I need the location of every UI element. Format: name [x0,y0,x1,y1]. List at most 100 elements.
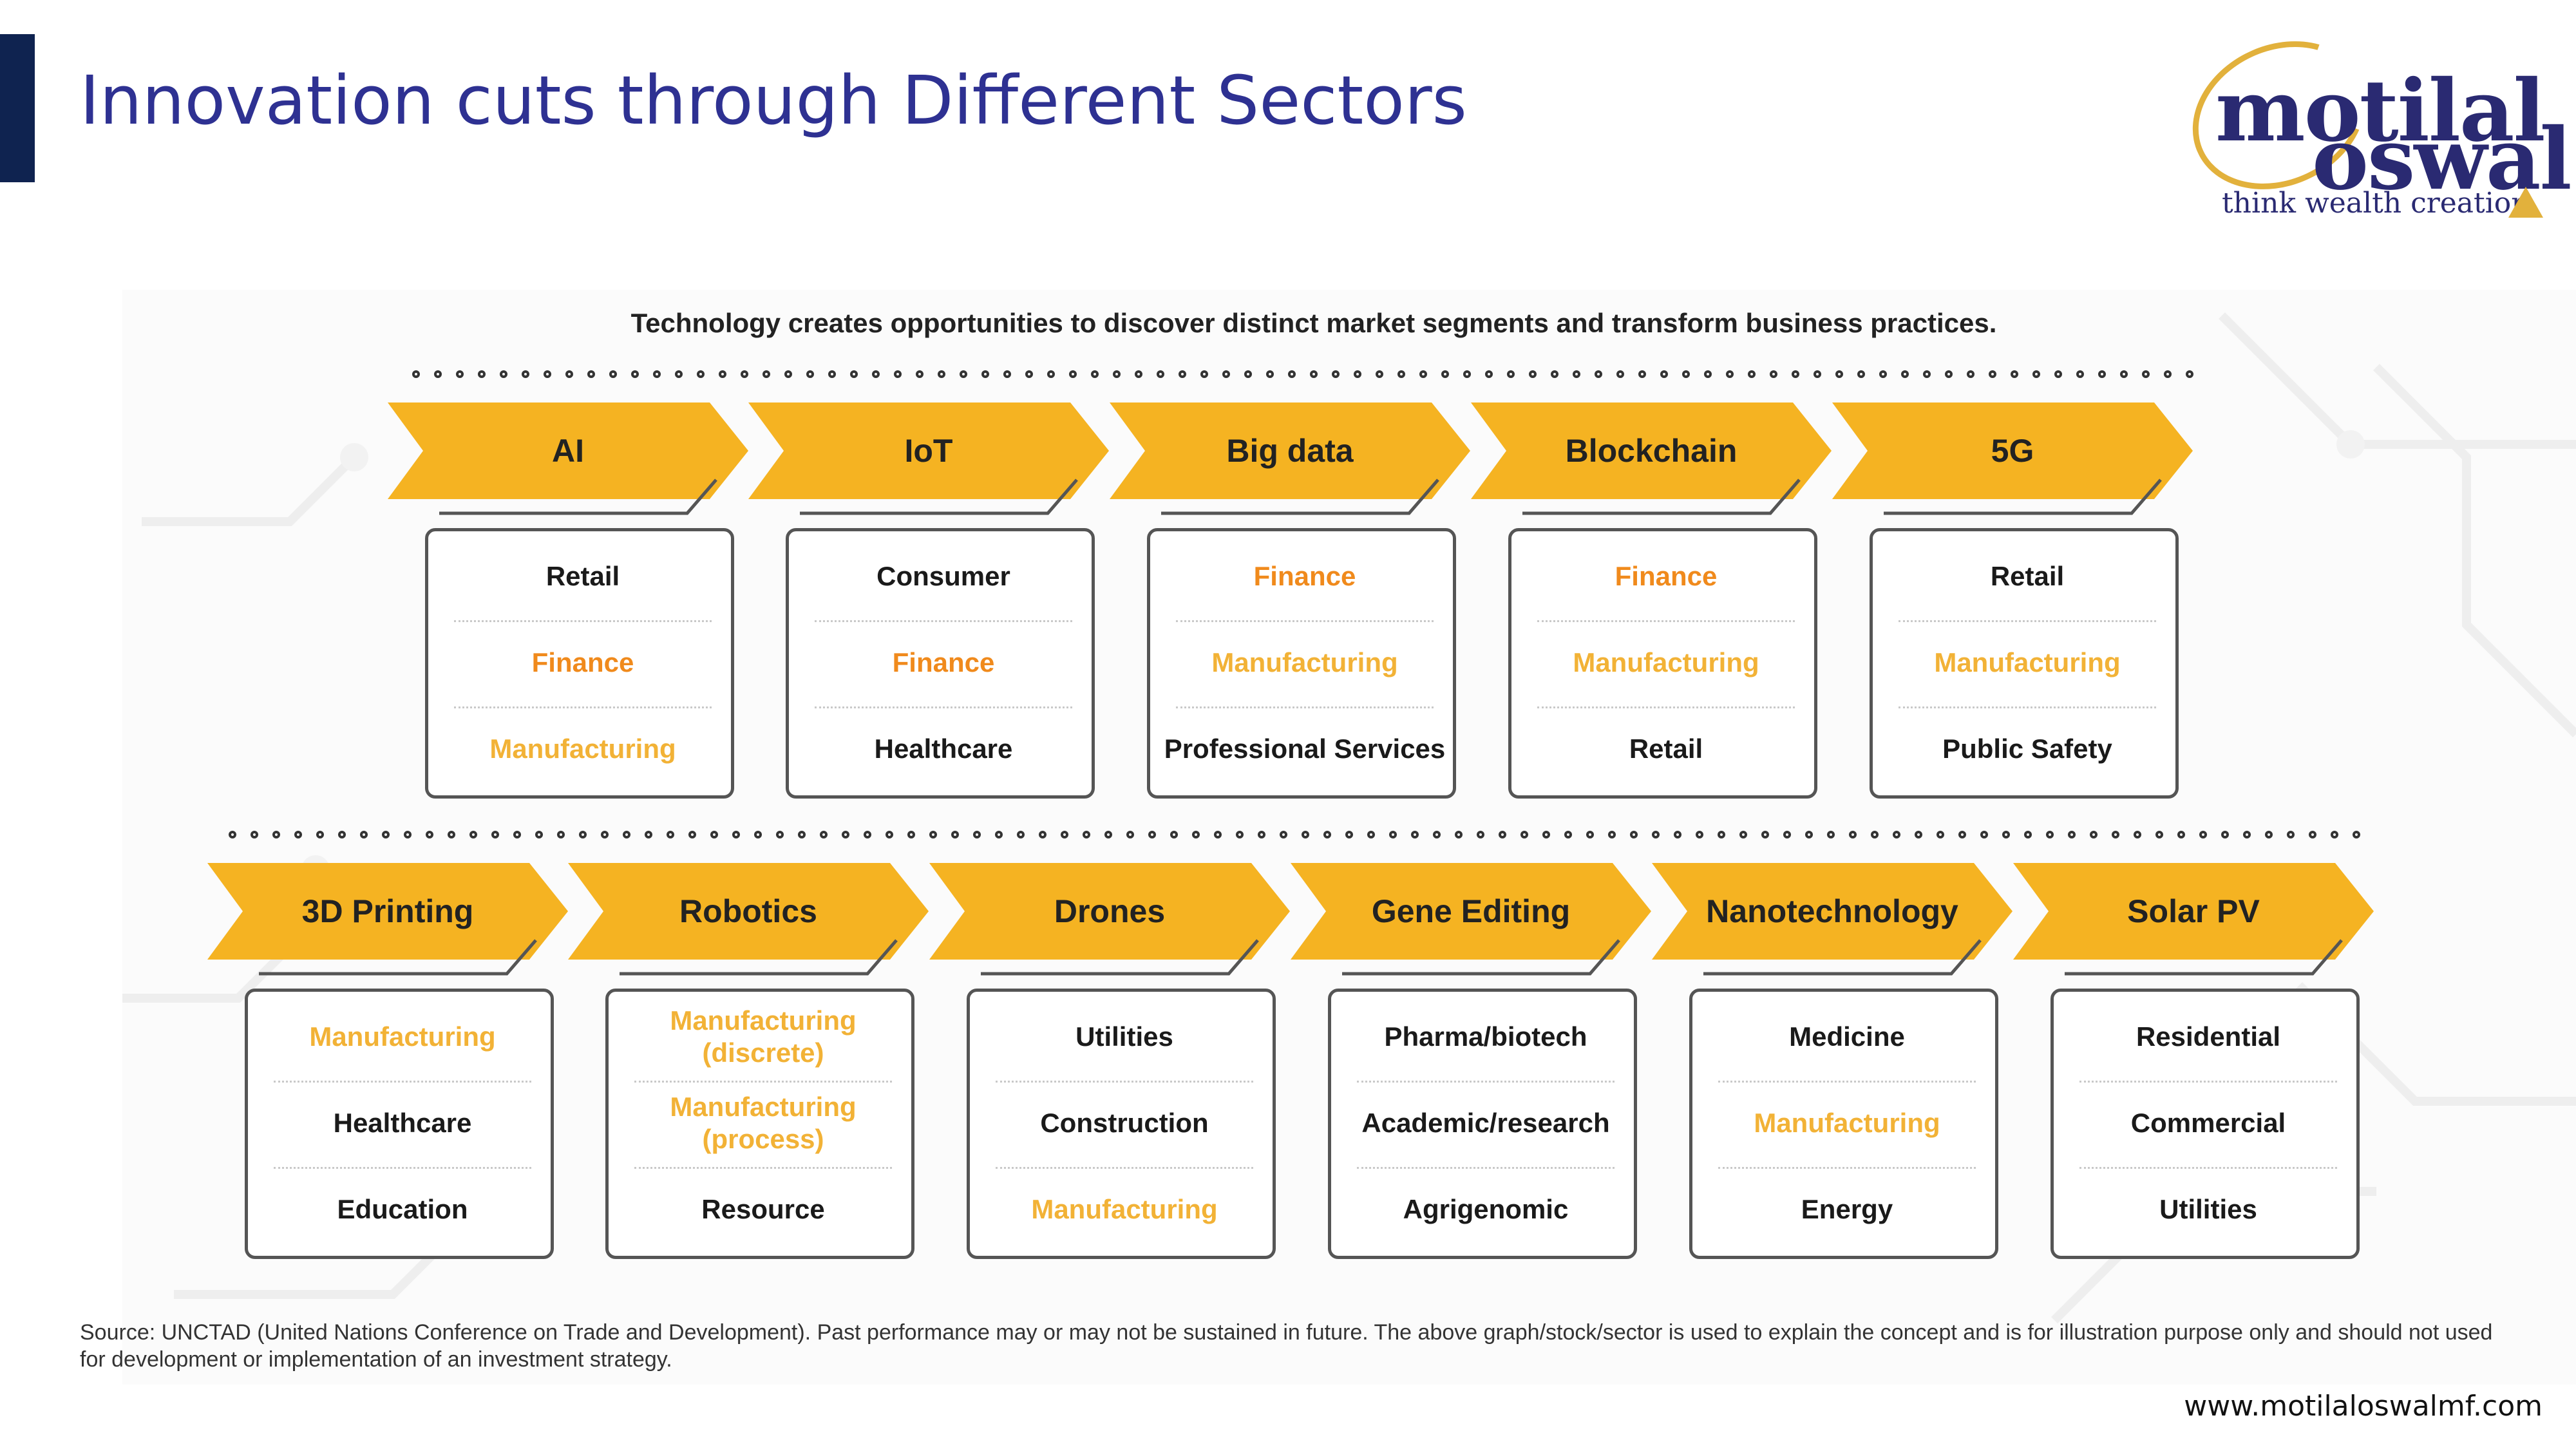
divider-dot [2164,370,2172,378]
divider-dot [1126,831,1134,838]
divider-dot [1463,370,1471,378]
divider-dot [710,831,718,838]
divider-dot [1967,370,1975,378]
divider-dot [609,370,617,378]
connector-line [981,939,1259,976]
divider-dot [1003,370,1011,378]
divider-dot [1805,831,1813,838]
divider-dot [1148,831,1156,838]
sector-item-energy: Energy [1801,1194,1893,1224]
divider-dot [1542,831,1550,838]
divider-dot [754,831,762,838]
divider-dot [1871,831,1879,838]
technology-label: Big data [1226,433,1354,469]
sector-item-public-safety: Public Safety [1942,734,2112,764]
divider-dot [1792,370,1799,378]
divider-dot [1367,831,1375,838]
divider-dot [1025,370,1033,378]
technology-arrow [1471,402,1832,499]
divider-dot [2024,831,2032,838]
divider-dot [272,831,280,838]
connector-line [620,939,898,976]
sector-item-utilities: Utilities [1075,1021,1173,1052]
divider-dot [2002,831,2010,838]
divider-dot [1104,831,1112,838]
sector-separator [454,706,712,708]
divider-dot [565,370,573,378]
divider-dot [1170,831,1178,838]
divider-dot [500,370,507,378]
divider-dot [850,370,858,378]
divider-dot [916,370,923,378]
divider-dot [1980,831,1988,838]
divider-dot [1827,831,1835,838]
divider-dot [426,831,433,838]
divider-dot [1091,370,1099,378]
divider-dot [1200,370,1208,378]
sector-item-education: Education [337,1194,468,1224]
divider-dot [1564,831,1572,838]
divider-dot [1770,370,1777,378]
divider-dot [973,831,981,838]
divider-dot [1389,831,1397,838]
divider-dot [2287,831,2295,838]
divider-dot [1696,831,1703,838]
divider-dot [2120,370,2128,378]
sector-item-manufacturing-discrete: Manufacturing (discrete) [670,1005,857,1068]
divider-dot [456,370,464,378]
divider-dot [1893,831,1900,838]
sector-item-retail: Retail [1629,734,1703,764]
sector-item-construction: Construction [1040,1108,1209,1138]
divider-dot [1433,831,1441,838]
divider-dot [1280,831,1287,838]
sector-item-academic-research: Academic/research [1361,1108,1610,1138]
sector-separator [634,1081,892,1083]
logo-word-1: motilal [2215,61,2546,161]
divider-dot [1345,831,1353,838]
divider-dot [1244,370,1252,378]
sector-separator [1718,1167,1976,1169]
technology-arrow [2013,863,2374,960]
divider-dot [1595,370,1602,378]
sector-item-residential: Residential [2136,1021,2281,1052]
divider-dot [2155,831,2163,838]
divider-dot [1989,370,1996,378]
sector-separator [996,1167,1253,1169]
sector-item-healthcare: Healthcare [333,1108,472,1138]
divider-dot [1135,370,1142,378]
sector-item-pharma-biotech: Pharma/biotech [1384,1021,1587,1052]
sector-card: Manufacturing (discrete)Manufacturing (p… [605,989,914,1259]
divider-dot [478,370,486,378]
divider-dot [1236,831,1244,838]
sector-item-manufacturing: Manufacturing [1031,1194,1218,1224]
divider-dot [2068,831,2076,838]
divider-dot [1849,831,1857,838]
technology-label: 5G [1991,433,2034,469]
divider-dot [601,831,609,838]
sector-separator [274,1167,531,1169]
divider-dot [1083,831,1090,838]
divider-dot [1551,370,1558,378]
sector-item-manufacturing: Manufacturing [489,734,676,764]
sector-item-manufacturing: Manufacturing [1211,647,1398,677]
divider-dot [1761,831,1769,838]
divider-dot [806,370,814,378]
divider-dot [631,370,639,378]
divider-dot [522,370,529,378]
divider-dot [338,831,346,838]
divider-dot [2243,831,2251,838]
divider-dot [1288,370,1296,378]
source-disclaimer: Source: UNCTAD (United Nations Conferenc… [80,1320,2493,1372]
website-url[interactable]: www.motilaloswalmf.com [2184,1390,2543,1423]
divider-dot [448,831,455,838]
divider-dot [544,370,551,378]
divider-dot [1718,831,1725,838]
divider-dot [981,370,989,378]
divider-dot [1061,831,1068,838]
